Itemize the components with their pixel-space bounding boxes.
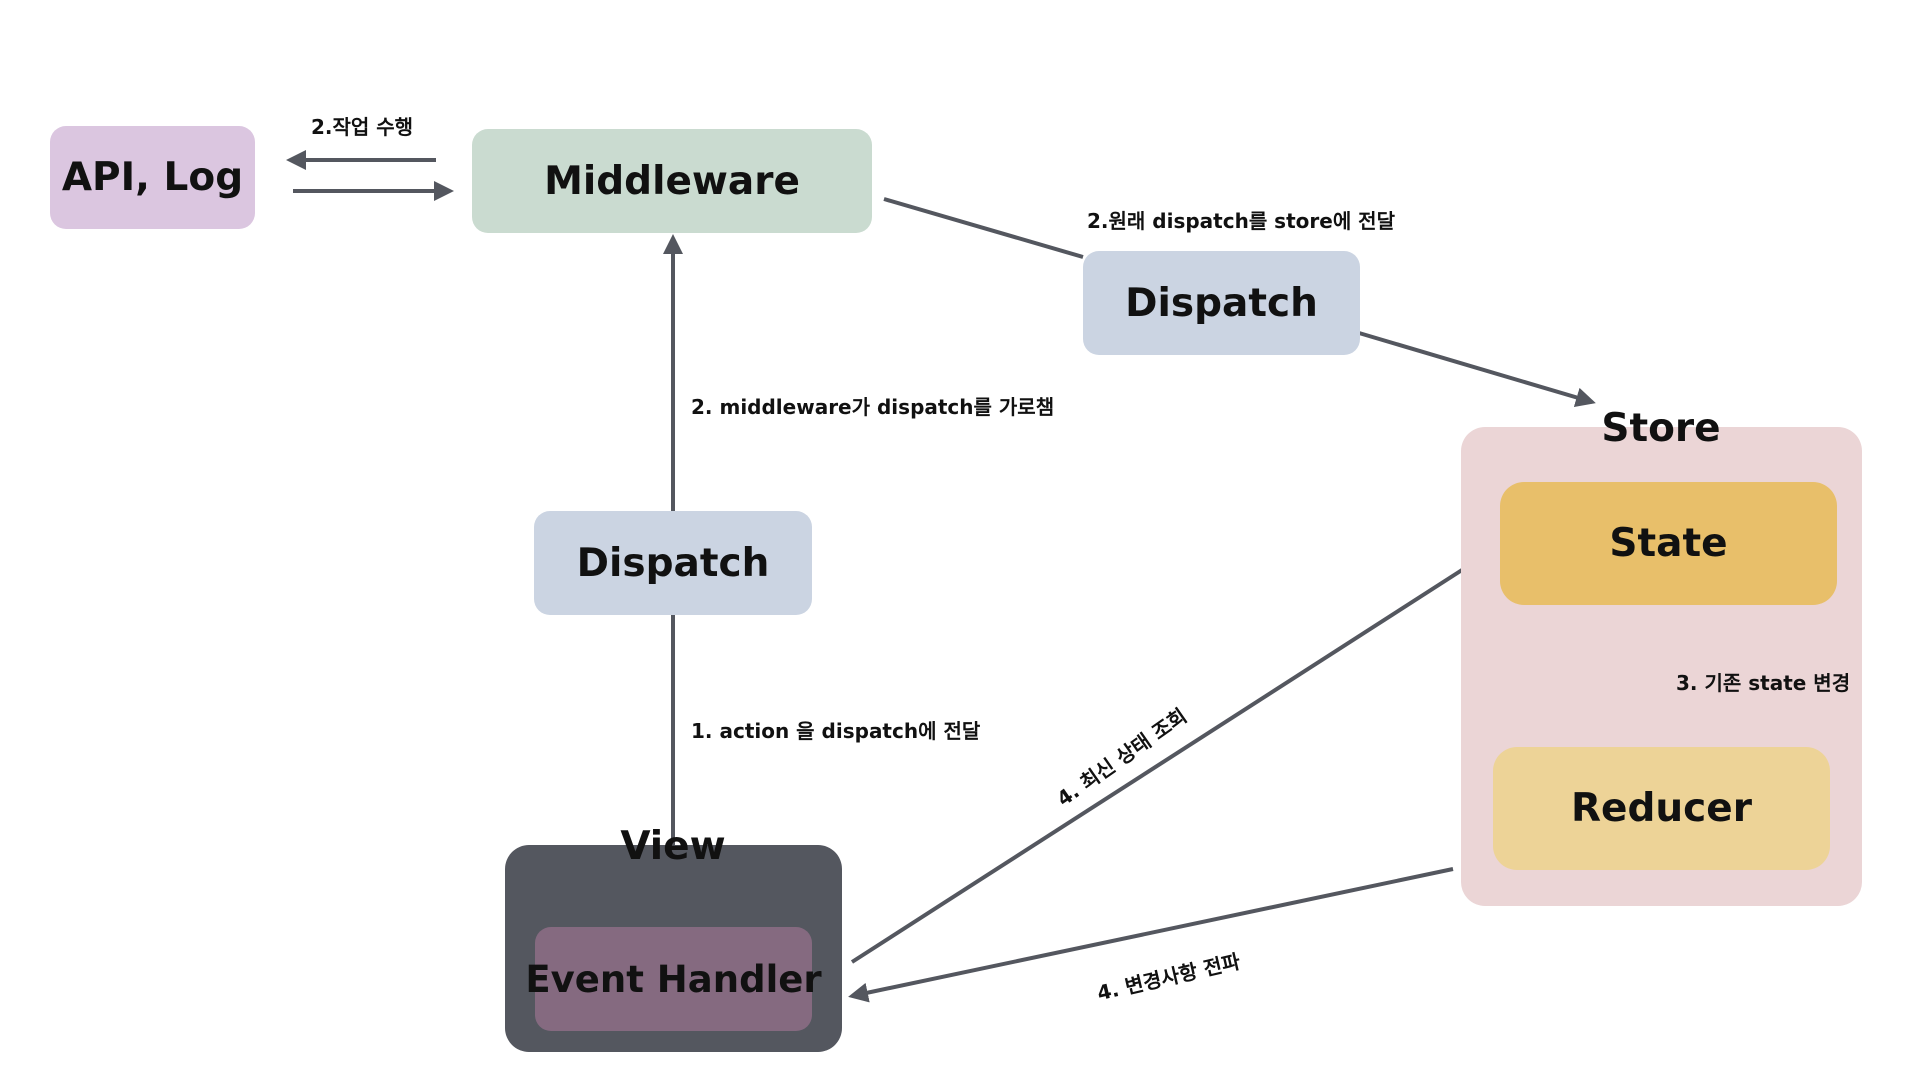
dispatch-mid-label: Dispatch [576,540,770,586]
edge-label-action: 1. action 을 dispatch에 전달 [691,719,981,743]
event-handler-label: Event Handler [525,957,822,1001]
dispatch-mid-node: Dispatch [534,511,812,615]
edge-label-work: 2.작업 수행 [311,115,414,139]
middleware-label: Middleware [544,158,800,204]
view-title: View [620,824,726,869]
edge-label-modify-state: 3. 기존 state 변경 [1676,671,1851,695]
api-log-node: API, Log [50,126,255,229]
edge-dispatch-top-to-store [1358,331,1596,408]
state-label: State [1609,521,1728,566]
middleware-node: Middleware [472,129,872,233]
state-node: State [1500,482,1837,605]
event-handler-node: Event Handler [525,927,822,1031]
reducer-node: Reducer [1493,747,1830,870]
edge-event-handler-to-state [850,540,1508,964]
dispatch-top-label: Dispatch [1125,280,1318,326]
reducer-label: Reducer [1571,786,1752,831]
edge-label-original-dispatch: 2.원래 dispatch를 store에 전달 [1087,209,1395,233]
store-title: Store [1601,406,1721,451]
edge-label-intercept: 2. middleware가 dispatch를 가로챔 [691,395,1055,419]
edge-middleware-to-dispatch-top [883,197,1084,259]
api-log-label: API, Log [61,155,244,200]
dispatch-top-node: Dispatch [1083,251,1360,355]
edge-store-to-event-handler [848,867,1454,1003]
